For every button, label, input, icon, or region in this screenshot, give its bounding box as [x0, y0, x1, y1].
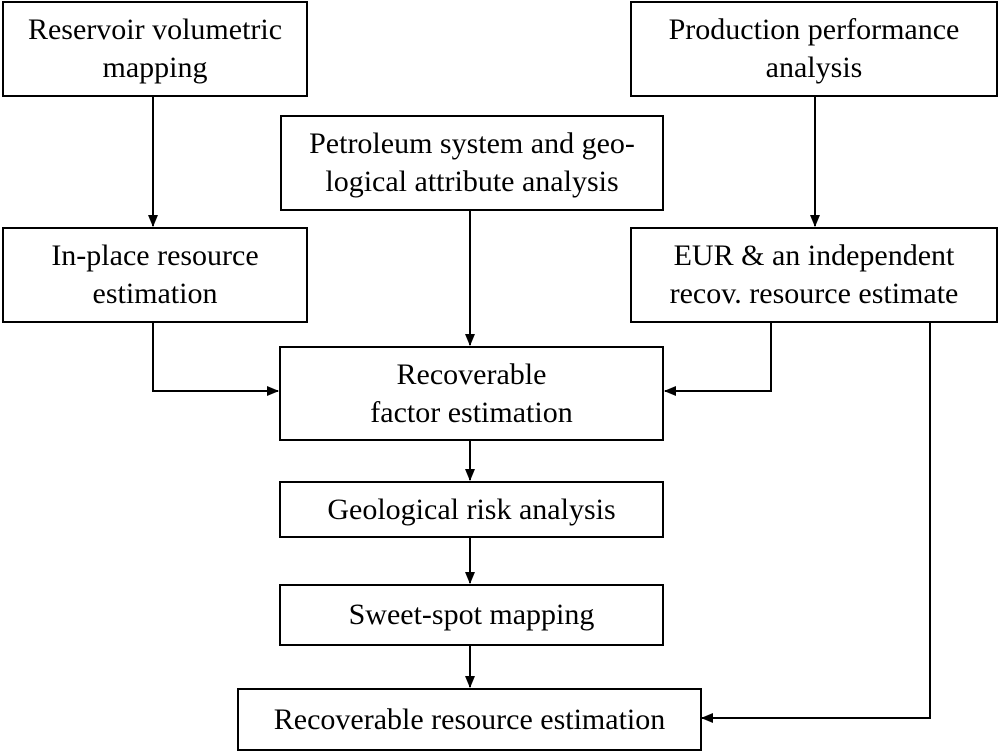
- recoverable-resource-box: Recoverable resource estimation: [237, 688, 702, 751]
- inplace-estimation-line2: estimation: [92, 277, 218, 310]
- reservoir-mapping-line2: mapping: [102, 51, 208, 84]
- production-analysis-line1: Production performance: [668, 13, 960, 46]
- arrow-eur-to-recoverable-factor: [664, 323, 772, 396]
- arrow-inplace-to-recoverable-factor: [152, 323, 279, 396]
- geological-risk-box: Geological risk analysis: [279, 481, 664, 538]
- eur-estimate-line2: recov. resource estimate: [669, 277, 959, 310]
- production-analysis-box: Production performance analysis: [630, 1, 998, 97]
- reservoir-mapping-line1: Reservoir volumetric: [27, 13, 283, 46]
- eur-estimate-line1: EUR & an independent: [673, 239, 955, 272]
- recoverable-factor-line2: factor estimation: [370, 395, 573, 429]
- recoverable-factor-box: Recoverable factor estimation: [279, 346, 664, 441]
- eur-estimate-box: EUR & an independent recov. resource est…: [630, 227, 998, 323]
- petroleum-system-line1: Petroleum system and geo-: [309, 127, 635, 160]
- inplace-estimation-line1: In-place resource: [51, 239, 259, 272]
- geological-risk-label: Geological risk analysis: [327, 492, 616, 526]
- reservoir-mapping-box: Reservoir volumetric mapping: [2, 1, 308, 97]
- arrow-eur-to-recoverable-resource: [701, 323, 931, 723]
- recoverable-factor-line1: Recoverable: [396, 357, 547, 391]
- sweet-spot-box: Sweet-spot mapping: [279, 584, 664, 646]
- production-analysis-line2: analysis: [765, 51, 863, 84]
- sweet-spot-label: Sweet-spot mapping: [348, 598, 595, 631]
- petroleum-system-box: Petroleum system and geo- logical attrib…: [280, 115, 664, 211]
- petroleum-system-line2: logical attribute analysis: [325, 165, 619, 198]
- recoverable-resource-label: Recoverable resource estimation: [273, 702, 666, 736]
- inplace-estimation-box: In-place resource estimation: [2, 227, 308, 323]
